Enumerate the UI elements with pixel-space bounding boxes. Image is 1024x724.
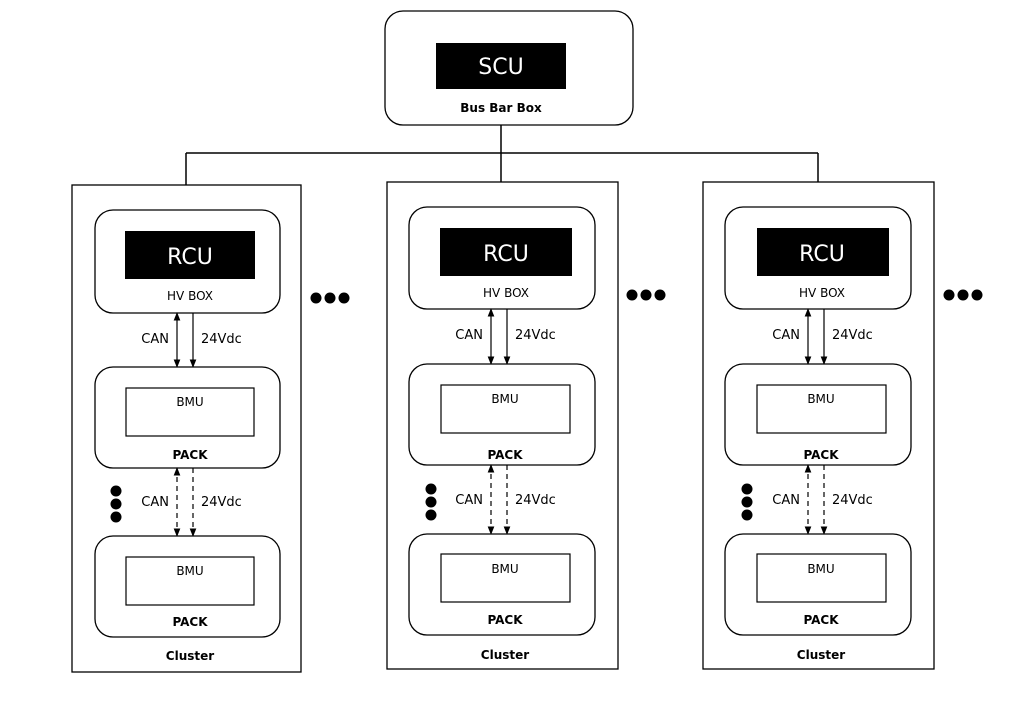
cluster-3: RCU HV BOX CAN 24Vdc BMU PACK CAN 24Vdc … — [702, 181, 935, 670]
24vdc-label: 24Vdc — [201, 332, 242, 347]
bmu-label: BMU — [807, 562, 834, 576]
bmu-label: BMU — [491, 392, 518, 406]
24vdc-label: 24Vdc — [832, 493, 873, 508]
pack-label: PACK — [487, 613, 523, 627]
rcu-title: RCU — [483, 242, 529, 267]
can-label: CAN — [772, 493, 800, 508]
hv-box-label: HV BOX — [799, 286, 845, 300]
24vdc-label: 24Vdc — [201, 495, 242, 510]
ellipsis-dots-horizontal — [943, 289, 983, 301]
24vdc-label: 24Vdc — [832, 328, 873, 343]
hv-box-label: HV BOX — [483, 286, 529, 300]
bmu-block — [756, 384, 887, 434]
pack-label: PACK — [172, 448, 208, 462]
24vdc-label: 24Vdc — [515, 328, 556, 343]
pack-label: PACK — [172, 615, 208, 629]
bmu-block — [440, 553, 571, 603]
ellipsis-dots-vertical — [425, 483, 437, 521]
scu-title: SCU — [478, 55, 523, 80]
ellipsis-dots-vertical — [110, 485, 122, 523]
pack-label: PACK — [487, 448, 523, 462]
bus-bar-box: SCU Bus Bar Box — [384, 10, 634, 126]
bmu-block — [756, 553, 887, 603]
bmu-label: BMU — [176, 564, 203, 578]
ellipsis-dots-vertical — [741, 483, 753, 521]
rcu-block — [440, 228, 572, 276]
cluster-2: RCU HV BOX CAN 24Vdc BMU PACK CAN 24Vdc … — [386, 181, 619, 670]
cluster-label: Cluster — [797, 648, 845, 662]
can-label: CAN — [455, 493, 483, 508]
pack-label: PACK — [803, 613, 839, 627]
rcu-block — [757, 228, 889, 276]
rcu-title: RCU — [167, 245, 213, 270]
bmu-label: BMU — [491, 562, 518, 576]
can-label: CAN — [141, 332, 169, 347]
24vdc-label: 24Vdc — [515, 493, 556, 508]
scu-block — [436, 43, 566, 89]
bmu-block — [125, 556, 255, 606]
bmu-block — [440, 384, 571, 434]
cluster-1: RCU HV BOX CAN 24Vdc BMU PACK CAN 24Vdc … — [71, 184, 302, 673]
ellipsis-dots-horizontal — [626, 289, 666, 301]
hv-box-label: HV BOX — [167, 289, 213, 303]
cluster-label: Cluster — [481, 648, 529, 662]
rcu-title: RCU — [799, 242, 845, 267]
can-label: CAN — [455, 328, 483, 343]
can-label: CAN — [772, 328, 800, 343]
pack-label: PACK — [803, 448, 839, 462]
rcu-block — [125, 231, 255, 279]
bmu-block — [125, 387, 255, 437]
bmu-label: BMU — [807, 392, 834, 406]
can-label: CAN — [141, 495, 169, 510]
bmu-label: BMU — [176, 395, 203, 409]
cluster-label: Cluster — [166, 649, 214, 663]
bus-bar-box-label: Bus Bar Box — [460, 101, 542, 115]
ellipsis-dots-horizontal — [310, 292, 350, 304]
